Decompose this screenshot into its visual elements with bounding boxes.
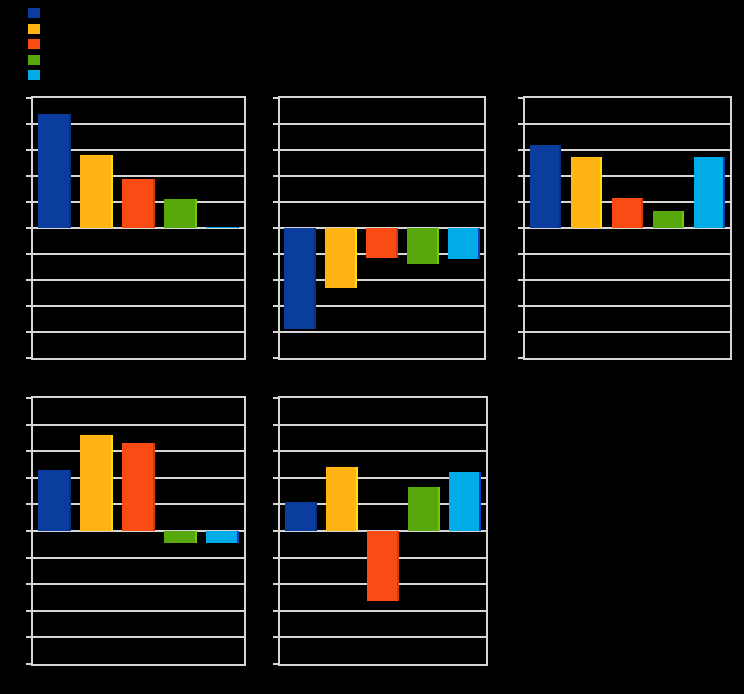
chart-panel-top-right <box>518 96 732 360</box>
bar-dark-blue <box>529 144 562 228</box>
gridline <box>273 201 484 203</box>
chart-panel-bottom-left <box>26 396 246 666</box>
gridline <box>518 331 730 333</box>
bar-orange-red <box>611 198 644 228</box>
gridline <box>26 305 244 307</box>
y-tick <box>26 397 33 399</box>
bar-green <box>164 199 198 228</box>
gridline <box>518 123 730 125</box>
bar-cyan <box>206 226 240 228</box>
gridline <box>518 279 730 281</box>
y-tick <box>273 357 280 359</box>
gridline <box>26 123 244 125</box>
y-tick <box>273 663 280 665</box>
gridline <box>26 279 244 281</box>
bar-orange-red <box>122 443 155 531</box>
gridline <box>518 253 730 255</box>
plot-area <box>273 397 486 665</box>
bar-green <box>408 487 441 531</box>
bar-dark-blue <box>37 113 71 228</box>
y-tick <box>273 97 280 99</box>
legend-swatch-orange-red <box>28 39 40 49</box>
bar-cyan <box>449 472 482 531</box>
bar-green <box>164 531 198 543</box>
bar-dark-blue <box>37 469 71 531</box>
y-tick <box>26 357 33 359</box>
gridline <box>26 636 244 639</box>
bar-amber <box>79 435 113 531</box>
gridline <box>26 175 244 177</box>
bar-orange-red <box>366 228 398 258</box>
gridline <box>518 175 730 177</box>
y-tick <box>26 97 33 99</box>
gridline <box>273 305 484 307</box>
bar-orange-red <box>122 178 155 228</box>
bar-amber <box>570 156 603 228</box>
bar-dark-blue <box>284 501 317 531</box>
chart-panel-top-middle <box>273 96 486 360</box>
gridline <box>273 476 486 479</box>
bar-amber <box>79 155 113 228</box>
gridline <box>26 423 244 426</box>
bar-green <box>406 228 439 265</box>
gridline <box>26 149 244 151</box>
legend-swatch-amber <box>28 24 40 34</box>
gridline <box>273 609 486 612</box>
bar-green <box>652 211 685 228</box>
gridline <box>26 331 244 333</box>
gridline <box>26 609 244 612</box>
legend-swatch-cyan <box>28 70 40 80</box>
chart-panel-bottom-middle <box>273 396 488 666</box>
y-tick <box>273 397 280 399</box>
gridline <box>273 450 486 453</box>
bar-cyan <box>693 156 726 228</box>
gridline <box>26 583 244 586</box>
gridline <box>26 530 244 532</box>
y-tick <box>26 663 33 665</box>
gridline <box>273 175 484 177</box>
y-tick <box>518 97 525 99</box>
gridline <box>26 227 244 229</box>
bar-dark-blue <box>284 228 317 330</box>
gridline <box>26 556 244 559</box>
gridline <box>273 149 484 151</box>
gridline <box>26 253 244 255</box>
legend-swatch-dark-blue <box>28 8 40 18</box>
bar-cyan <box>206 531 240 543</box>
gridline <box>273 123 484 125</box>
gridline <box>518 149 730 151</box>
plot-area <box>26 397 244 665</box>
bar-orange-red <box>366 531 400 602</box>
y-tick <box>518 357 525 359</box>
plot-area <box>273 97 484 359</box>
gridline <box>273 423 486 426</box>
bar-cyan <box>447 228 480 260</box>
plot-area <box>518 97 730 359</box>
plot-area <box>26 97 244 359</box>
chart-panel-top-left <box>26 96 246 360</box>
gridline <box>273 636 486 639</box>
bar-amber <box>325 467 358 531</box>
bar-amber <box>325 228 358 288</box>
legend-swatch-green <box>28 55 40 65</box>
gridline <box>273 279 484 281</box>
gridline <box>518 305 730 307</box>
gridline <box>273 331 484 333</box>
gridline <box>273 503 486 506</box>
gridline <box>518 227 730 229</box>
